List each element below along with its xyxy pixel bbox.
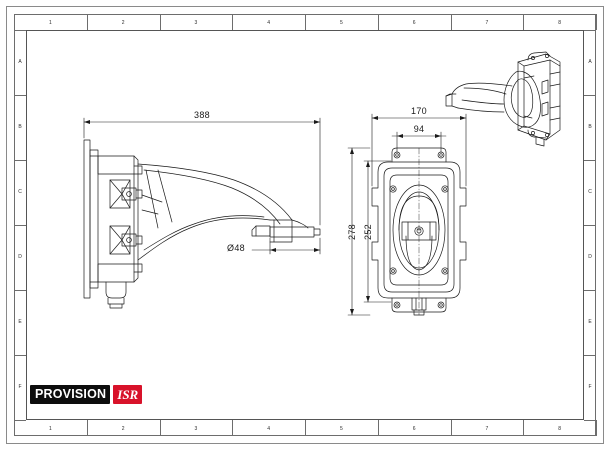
provision-isr-logo: PROVISION ISR — [30, 385, 143, 404]
zone-label-column-3: 3 — [194, 20, 198, 26]
zone-label-column-5: 5 — [339, 426, 343, 432]
zone-label-column-1: 1 — [48, 426, 52, 432]
zone-label-row-A: A — [18, 58, 22, 65]
zone-label-column-7: 7 — [485, 426, 489, 432]
zone-tick-column — [159, 420, 161, 436]
zone-label-row-F: F — [18, 383, 22, 390]
zone-tick-row — [584, 95, 596, 96]
dimension-label-170: 170 — [411, 106, 427, 116]
zone-label-column-4: 4 — [267, 20, 271, 26]
side-view-dimension-lines — [83, 117, 321, 255]
dimension-label-252: 252 — [363, 224, 373, 240]
zone-tick-column — [596, 420, 597, 436]
zone-label-column-3: 3 — [194, 426, 198, 432]
sheet-border-outer — [6, 6, 604, 444]
zone-tick-row — [584, 290, 596, 291]
technical-drawing-canvas — [83, 51, 561, 316]
zone-label-row-E: E — [18, 318, 22, 325]
zone-label-column-7: 7 — [485, 20, 489, 26]
zone-tick-column — [232, 420, 234, 436]
zone-label-row-B: B — [18, 123, 22, 130]
zone-label-row-F: F — [588, 383, 592, 390]
zone-label-column-8: 8 — [558, 426, 562, 432]
zone-label-row-E: E — [588, 318, 592, 325]
isometric-view-geometry — [445, 51, 561, 147]
zone-tick-column — [596, 14, 597, 30]
front-view-dimension-lines — [347, 113, 467, 316]
zone-tick-row — [14, 420, 26, 421]
zone-tick-row — [14, 290, 26, 291]
zone-tick-row — [14, 30, 26, 31]
logo-wordmark: PROVISION — [30, 385, 111, 404]
logo-badge: ISR — [113, 385, 143, 404]
zone-label-row-C: C — [18, 188, 22, 195]
zone-tick-column — [377, 14, 379, 30]
zone-tick-column — [377, 420, 379, 436]
zone-label-column-2: 2 — [121, 426, 125, 432]
zone-label-column-4: 4 — [267, 426, 271, 432]
zone-tick-column — [86, 420, 88, 436]
zone-tick-row — [584, 355, 596, 356]
zone-tick-row — [14, 95, 26, 96]
dimension-label-388: 388 — [194, 110, 210, 120]
zone-tick-column — [305, 14, 306, 30]
zone-tick-column — [523, 420, 525, 436]
zone-tick-row — [584, 160, 596, 161]
dimension-label-278: 278 — [347, 224, 357, 240]
zone-label-column-5: 5 — [339, 20, 343, 26]
drawing-area-border — [26, 30, 584, 420]
zone-tick-row — [584, 30, 596, 31]
dimension-label-94: 94 — [413, 124, 425, 134]
dimension-label-diameter-48: Ø48 — [227, 243, 245, 253]
front-view-geometry — [371, 147, 467, 316]
zone-label-row-D: D — [18, 253, 22, 260]
zone-tick-row — [584, 420, 596, 421]
zone-tick-row — [14, 160, 26, 161]
zone-tick-row — [584, 225, 596, 226]
side-view-geometry — [83, 139, 321, 309]
zone-tick-row — [14, 355, 26, 356]
zone-tick-column — [14, 420, 15, 436]
zone-tick-column — [14, 14, 15, 30]
zone-label-row-D: D — [588, 253, 592, 260]
zone-label-row-C: C — [588, 188, 592, 195]
zone-label-row-A: A — [588, 58, 592, 65]
zone-label-row-B: B — [588, 123, 592, 130]
zone-tick-row — [14, 225, 26, 226]
zone-label-column-2: 2 — [121, 20, 125, 26]
zone-label-column-8: 8 — [558, 20, 562, 26]
zone-tick-column — [232, 14, 234, 30]
zone-label-column-1: 1 — [48, 20, 52, 26]
zone-label-column-6: 6 — [412, 20, 416, 26]
zone-label-column-6: 6 — [412, 426, 416, 432]
zone-tick-column — [305, 420, 306, 436]
zone-tick-column — [450, 420, 452, 436]
zone-tick-column — [523, 14, 525, 30]
zone-tick-column — [159, 14, 161, 30]
zone-tick-column — [450, 14, 452, 30]
zone-tick-column — [86, 14, 88, 30]
